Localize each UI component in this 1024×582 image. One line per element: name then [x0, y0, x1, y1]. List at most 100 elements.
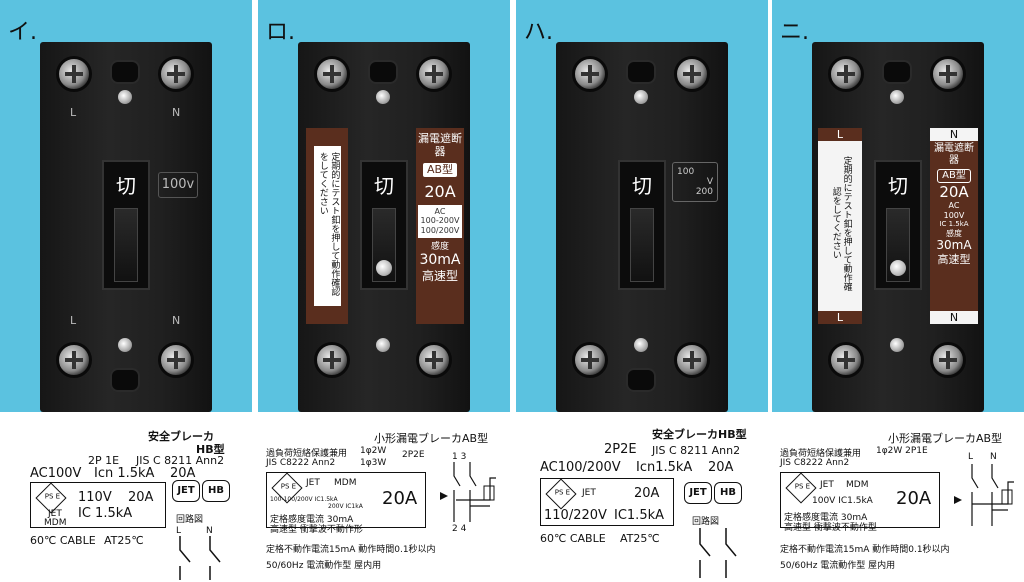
- terminal-screw-icon: [314, 342, 350, 378]
- spec-jis: JIS C 8211 Ann2: [136, 454, 225, 467]
- circuit-N: N: [206, 526, 213, 536]
- voltage-badge: 100 V 200: [672, 162, 718, 202]
- terminal-screw-icon: [828, 342, 864, 378]
- spec-line2b: 1φ3W: [360, 458, 387, 468]
- sidebar-top: N: [930, 128, 978, 142]
- terminal-numbers-bottom: 2 4: [452, 524, 467, 534]
- mdm-text: MDM: [44, 518, 67, 528]
- breaker-photo: ニ. L 定期的にテスト釦を押して動作確認をしてください L 切 N 漏電遮断器…: [772, 0, 1024, 412]
- jet-text: JET: [306, 478, 320, 488]
- spec-amp: 20A: [896, 488, 932, 509]
- box-ic: IC 1.5kA: [78, 506, 133, 521]
- left-strip-bottom: L: [818, 310, 862, 324]
- breaker-switch[interactable]: 切: [618, 160, 666, 290]
- sidebar-ma: 30mA: [936, 238, 972, 253]
- circuit-N: N: [990, 452, 997, 462]
- spec-footer2: 50/60Hz 電流動作型 屋内用: [780, 561, 896, 571]
- breaker-photo: ハ. 切 100 V 200: [516, 0, 768, 412]
- sidebar-ac: AC: [434, 206, 446, 216]
- terminal-screw-icon: [930, 56, 966, 92]
- sidebar-speed: 高速型: [937, 252, 971, 266]
- terminal-screw-icon: [572, 56, 608, 92]
- breaker-photo: イ. L N 切 100v L N: [0, 0, 252, 412]
- spec-line1a: 過負荷短絡保護兼用: [266, 449, 348, 459]
- spec-line1b: 1φ2W 2P1E: [876, 446, 928, 456]
- test-button-icon[interactable]: [890, 260, 906, 276]
- voltage-badge: 100v: [158, 172, 198, 198]
- terminal-screw-icon: [930, 342, 966, 378]
- spec-sensitivity: 定格感度電流 30mA: [784, 513, 868, 523]
- spec-footer1: 定格不動作電流15mA 動作時間0.1秒以内: [266, 545, 436, 555]
- spec-sensitivity: 定格感度電流 30mA: [270, 515, 354, 525]
- spec-cable: 60℃ CABLE: [540, 532, 606, 545]
- test-instruction: 定期的にテスト釦を押して動作確認をしてください: [830, 155, 852, 291]
- sidebar-amp: 20A: [424, 181, 456, 201]
- test-instruction: 定期的にテスト釦を押して動作確認をしてください: [314, 146, 342, 306]
- circuit-diagram-icon: [954, 464, 1014, 526]
- sidebar-sensitivity: 感度: [946, 228, 962, 238]
- sidebar-amp: 20A: [939, 183, 969, 202]
- spec-jis: JIS C 8211 Ann2: [652, 444, 741, 457]
- box-amp: 20A: [128, 490, 154, 505]
- terminal-screw-icon: [674, 342, 710, 378]
- spec-icn: Icn1.5kA: [636, 460, 693, 475]
- mdm-text: MDM: [334, 478, 357, 488]
- terminal-label: L: [70, 106, 77, 119]
- spec-model: 2P2E: [604, 442, 637, 457]
- spec-title: 安全ブレーカ: [148, 430, 214, 443]
- spec-model: 2P 1E: [88, 454, 120, 467]
- terminal-label: L: [70, 314, 77, 327]
- terminal-hole: [110, 60, 140, 84]
- box-ic: IC1.5kA: [614, 508, 665, 523]
- jet-text: JET: [48, 509, 62, 519]
- circuit-label: 回路図: [692, 517, 720, 527]
- terminal-numbers: 1 3: [452, 452, 467, 462]
- jet-text: JET: [820, 480, 834, 490]
- switch-label: 切: [632, 174, 652, 198]
- terminal-label: N: [172, 106, 181, 119]
- panel-letter: ニ.: [780, 20, 809, 45]
- spec-title: 小形漏電ブレーカAB型: [888, 432, 1003, 445]
- sidebar-ic: IC 1.5kA: [939, 220, 969, 229]
- switch-lever[interactable]: [114, 208, 138, 282]
- spec-line2a: JIS C8222 Ann2: [266, 458, 336, 468]
- terminal-screw-icon: [158, 342, 194, 378]
- breaker-switch[interactable]: 切: [102, 160, 150, 290]
- circuit-diagram-icon: [699, 528, 737, 578]
- test-button-icon[interactable]: [376, 260, 392, 276]
- spec-icn: Icn 1.5kA: [94, 466, 155, 481]
- sidebar-voltage: 100V: [943, 210, 965, 220]
- rivet-icon: [890, 338, 904, 352]
- spec-rating: 100V IC1.5kA: [812, 496, 873, 506]
- sidebar-speed: 高速型: [421, 269, 458, 284]
- switch-label: 切: [888, 174, 908, 198]
- rating-box: [266, 472, 426, 528]
- terminal-screw-icon: [572, 342, 608, 378]
- terminal-screw-icon: [56, 56, 92, 92]
- spec-footer1: 定格不動作電流15mA 動作時間0.1秒以内: [780, 545, 950, 555]
- sidebar-title: 漏電遮断器: [418, 132, 462, 159]
- spec-title: 安全ブレーカHB型: [652, 428, 747, 441]
- switch-lever[interactable]: [630, 208, 654, 282]
- panel-letter: イ.: [8, 20, 37, 45]
- rivet-icon: [118, 338, 132, 352]
- spec-footer2: 50/60Hz 電流動作型 屋内用: [266, 561, 382, 571]
- sidebar-ac: AC: [948, 201, 960, 211]
- spec-title: 小形漏電ブレーカAB型: [374, 432, 489, 445]
- spec-line1a: 過負荷短絡保護兼用: [780, 449, 862, 459]
- mdm-text: MDM: [846, 480, 869, 490]
- switch-label: 切: [374, 174, 394, 198]
- box-voltage: 110/220V: [544, 508, 607, 523]
- terminal-screw-icon: [158, 56, 194, 92]
- left-strip-top: L: [818, 128, 862, 142]
- hb-badge: HB: [202, 480, 230, 502]
- spec-label: 小形漏電ブレーカAB型 過負荷短絡保護兼用 1φ2W 2P2E JIS C822…: [258, 412, 510, 582]
- rivet-icon: [634, 338, 648, 352]
- spec-amp: 20A: [708, 460, 734, 475]
- terminal-screw-icon: [674, 56, 710, 92]
- sidebar-voltage2: 100/200V: [420, 225, 460, 235]
- spec-label: 安全ブレーカ HB型 2P 1E JIS C 8211 Ann2 AC100V …: [0, 412, 252, 582]
- voltage-bottom: 200: [695, 187, 713, 197]
- terminal-label: N: [172, 314, 181, 327]
- breaker-body: 切 100 V 200: [556, 42, 728, 412]
